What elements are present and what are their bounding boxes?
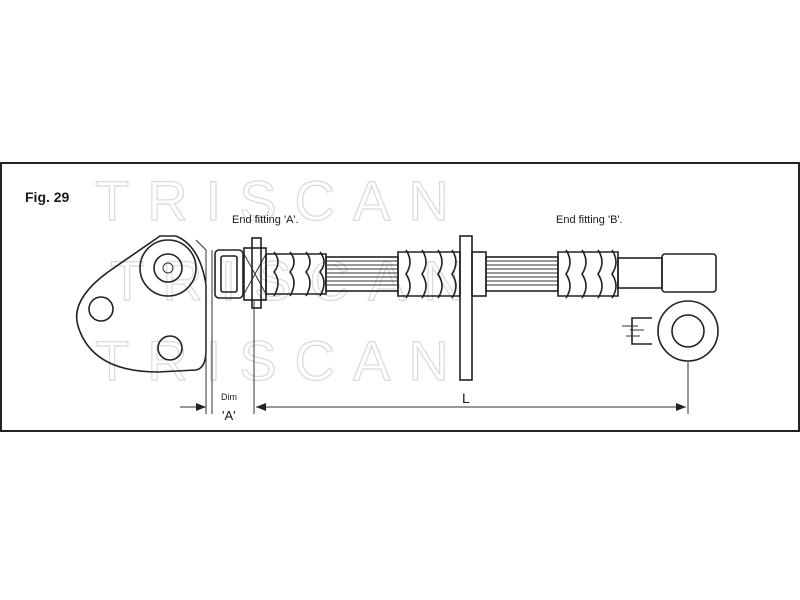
mounting-bracket [75, 235, 207, 373]
banjo-eye [622, 300, 719, 362]
dimension-lines [180, 250, 689, 414]
crimp-b [557, 249, 619, 299]
dim-a-label-bottom: 'A' [222, 408, 236, 423]
center-bracket-tab [459, 235, 473, 381]
svg-text:TRISCAN: TRISCAN [95, 169, 467, 232]
end-fitting-a [214, 237, 267, 309]
end-fitting-a-label: End fitting 'A'. [232, 214, 299, 226]
crimp-a [265, 251, 327, 297]
figure-label: Fig. 29 [25, 189, 70, 205]
length-label: L [462, 390, 470, 406]
end-fitting-b [617, 253, 717, 293]
end-fitting-b-label: End fitting 'B'. [556, 214, 623, 226]
hose-section-1 [325, 256, 399, 292]
figure-frame [0, 162, 800, 432]
svg-text:TRISCAN: TRISCAN [110, 249, 482, 312]
svg-text:TRISCAN: TRISCAN [95, 329, 467, 392]
watermark: TRISCAN TRISCAN TRISCAN [94, 168, 482, 392]
dim-a-label-top: Dim [221, 392, 237, 402]
